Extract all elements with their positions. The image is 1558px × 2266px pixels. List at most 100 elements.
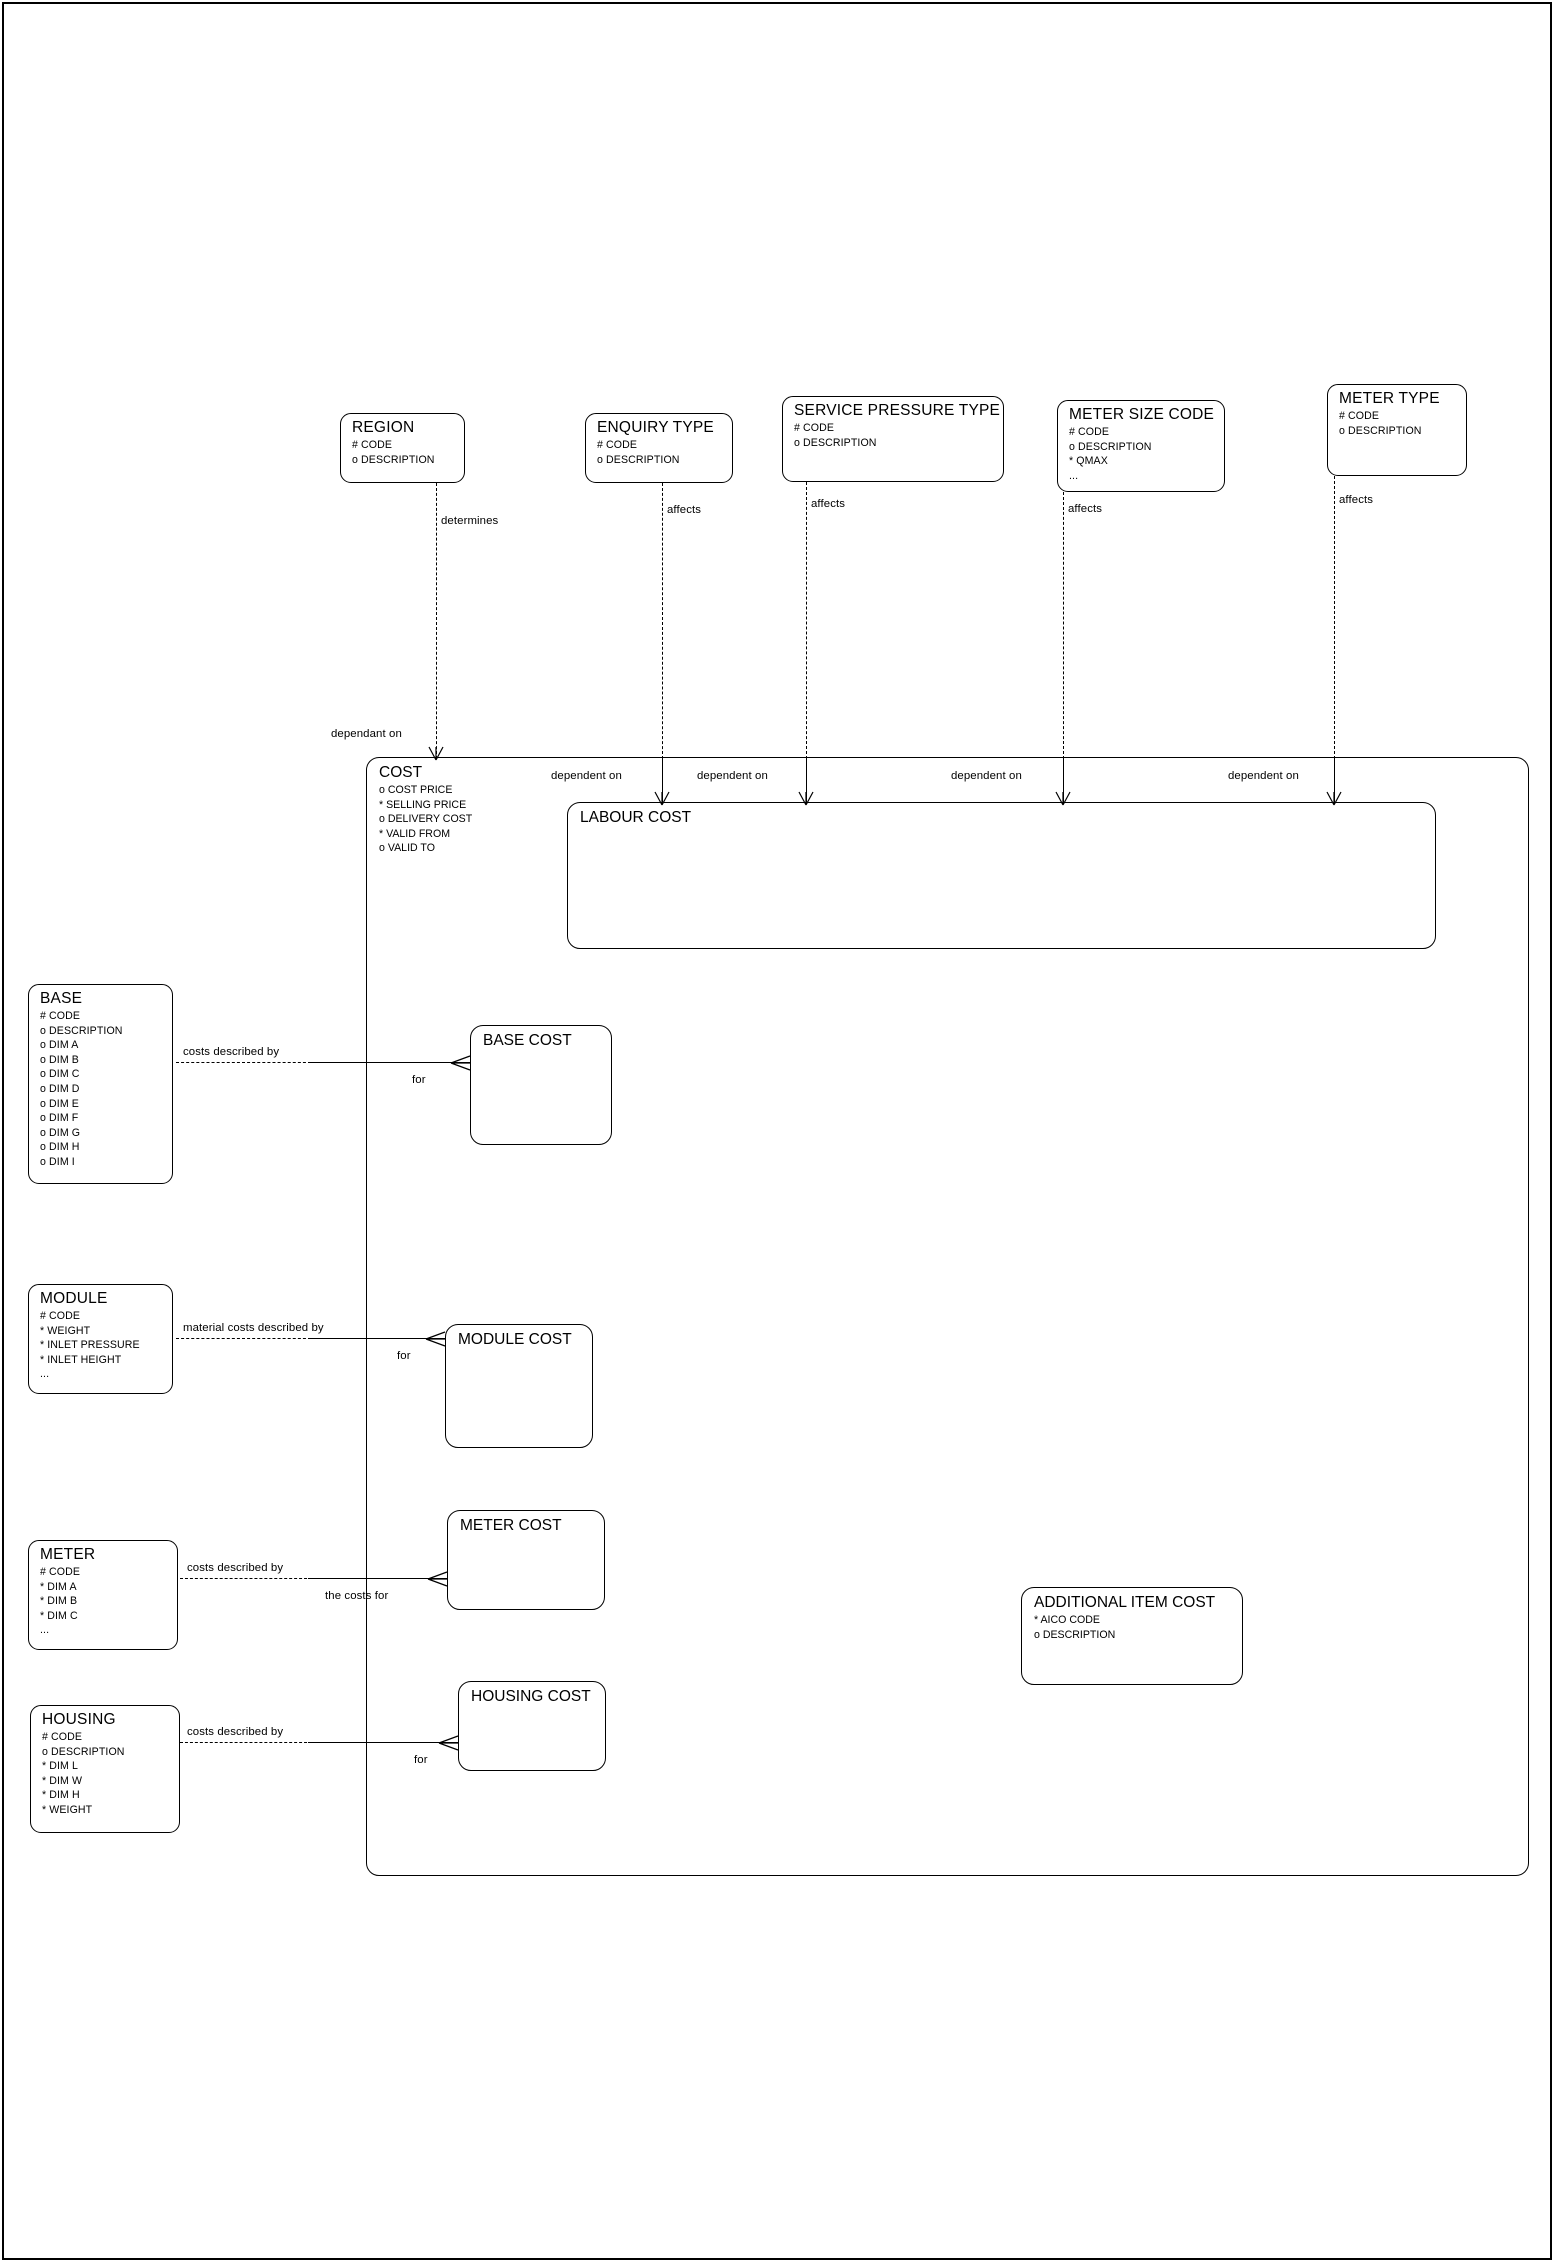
attribute: o DIM E bbox=[40, 1097, 79, 1110]
attribute: o DESCRIPTION bbox=[1069, 440, 1152, 453]
attribute: o DESCRIPTION bbox=[794, 436, 877, 449]
relationship-label-for-module: for bbox=[397, 1350, 411, 1362]
relationship-label-dependant-on: dependant on bbox=[331, 728, 402, 740]
attribute: o DELIVERY COST bbox=[379, 813, 473, 826]
attribute: ... bbox=[40, 1368, 50, 1381]
entity-additional-item-cost-attributes: * AICO CODE o DESCRIPTION bbox=[1034, 1613, 1115, 1642]
relationship-label-costs-described-by-housing: costs described by bbox=[187, 1726, 284, 1738]
entity-labour-cost-title: LABOUR COST bbox=[580, 809, 692, 826]
entity-service-pressure-type[interactable]: SERVICE PRESSURE TYPE # CODE o DESCRIPTI… bbox=[782, 396, 1004, 482]
relationship-label-material-costs-described-by: material costs described by bbox=[183, 1322, 324, 1334]
entity-enquiry-type-title: ENQUIRY TYPE bbox=[597, 419, 714, 436]
entity-meter-attributes: # CODE * DIM A * DIM B * DIM C ... bbox=[40, 1565, 80, 1638]
attribute: * DIM W bbox=[42, 1774, 83, 1787]
relationship-label-costs-described-by-base: costs described by bbox=[183, 1046, 280, 1058]
attribute: # CODE bbox=[794, 422, 835, 434]
entity-meter-size-code-attributes: # CODE o DESCRIPTION * QMAX ... bbox=[1069, 425, 1152, 483]
entity-meter-cost[interactable]: METER COST bbox=[447, 1510, 605, 1610]
relationship-line-pressure-cost-upper bbox=[806, 482, 807, 759]
entity-region[interactable]: REGION # CODE o DESCRIPTION bbox=[340, 413, 465, 483]
relationship-line-metersize-cost-lower bbox=[1063, 757, 1064, 803]
entity-base-cost[interactable]: BASE COST bbox=[470, 1025, 612, 1145]
attribute: o DIM G bbox=[40, 1126, 81, 1139]
entity-labour-cost[interactable]: LABOUR COST bbox=[567, 802, 1436, 949]
relationship-label-the-costs-for: the costs for bbox=[325, 1590, 389, 1602]
relationship-label-dependent-on-metersize: dependent on bbox=[951, 770, 1022, 782]
relationship-label-dependent-on-metertype: dependent on bbox=[1228, 770, 1299, 782]
attribute: # CODE bbox=[1339, 410, 1380, 422]
attribute: # CODE bbox=[597, 439, 638, 451]
relationship-line-enquiry-cost-upper bbox=[662, 483, 663, 759]
entity-additional-item-cost[interactable]: ADDITIONAL ITEM COST * AICO CODE o DESCR… bbox=[1021, 1587, 1243, 1685]
relationship-line-base-basecost-dashed bbox=[176, 1062, 311, 1063]
entity-housing-attributes: # CODE o DESCRIPTION * DIM L * DIM W * D… bbox=[42, 1730, 125, 1818]
attribute: # CODE bbox=[40, 1566, 81, 1578]
entity-base[interactable]: BASE # CODE o DESCRIPTION o DIM A o DIM … bbox=[28, 984, 173, 1184]
attribute: # CODE bbox=[40, 1010, 81, 1022]
entity-meter-title: METER bbox=[40, 1546, 96, 1563]
relationship-line-metersize-cost-upper bbox=[1063, 492, 1064, 759]
attribute: o DESCRIPTION bbox=[352, 453, 435, 466]
entity-meter-size-code-title: METER SIZE CODE bbox=[1069, 406, 1215, 423]
entity-meter-cost-title: METER COST bbox=[460, 1517, 562, 1534]
relationship-line-meter-metercost-dashed bbox=[180, 1578, 312, 1579]
entity-additional-item-cost-title: ADDITIONAL ITEM COST bbox=[1034, 1594, 1216, 1611]
relationship-label-dependent-on-enquiry: dependent on bbox=[551, 770, 622, 782]
entity-housing-cost[interactable]: HOUSING COST bbox=[458, 1681, 606, 1771]
relationship-line-pressure-cost-lower bbox=[806, 757, 807, 803]
attribute: o DIM B bbox=[40, 1053, 79, 1066]
attribute: o DESCRIPTION bbox=[40, 1024, 123, 1037]
entity-base-attributes: # CODE o DESCRIPTION o DIM A o DIM B o D… bbox=[40, 1009, 123, 1170]
attribute: ... bbox=[1069, 469, 1079, 482]
relationship-line-housing-housingcost-solid bbox=[308, 1742, 459, 1743]
entity-meter-type[interactable]: METER TYPE # CODE o DESCRIPTION bbox=[1327, 384, 1467, 476]
relationship-line-module-modulecost-dashed bbox=[176, 1338, 311, 1339]
attribute: o DIM C bbox=[40, 1068, 80, 1081]
attribute: # CODE bbox=[40, 1310, 81, 1322]
entity-cost[interactable]: COST o COST PRICE * SELLING PRICE o DELI… bbox=[366, 757, 1529, 1876]
attribute: * QMAX bbox=[1069, 455, 1108, 468]
attribute: # CODE bbox=[42, 1731, 83, 1743]
entity-enquiry-type[interactable]: ENQUIRY TYPE # CODE o DESCRIPTION bbox=[585, 413, 733, 483]
entity-housing[interactable]: HOUSING # CODE o DESCRIPTION * DIM L * D… bbox=[30, 1705, 180, 1833]
relationship-label-affects-metersize: affects bbox=[1068, 503, 1103, 515]
attribute: * WEIGHT bbox=[40, 1324, 91, 1337]
entity-module[interactable]: MODULE # CODE * WEIGHT * INLET PRESSURE … bbox=[28, 1284, 173, 1394]
relationship-label-for-base: for bbox=[412, 1074, 426, 1086]
entity-base-title: BASE bbox=[40, 990, 83, 1007]
attribute: * INLET HEIGHT bbox=[40, 1353, 122, 1366]
attribute: o COST PRICE bbox=[379, 784, 453, 796]
entity-service-pressure-type-attributes: # CODE o DESCRIPTION bbox=[794, 421, 877, 450]
entity-meter-type-attributes: # CODE o DESCRIPTION bbox=[1339, 409, 1422, 438]
relationship-label-costs-described-by-meter: costs described by bbox=[187, 1562, 284, 1574]
relationship-line-meter-metercost-solid bbox=[308, 1578, 448, 1579]
relationship-line-base-basecost-solid bbox=[308, 1062, 471, 1063]
attribute: # CODE bbox=[352, 439, 393, 451]
relationship-label-for-housing: for bbox=[414, 1754, 428, 1766]
attribute: * DIM H bbox=[42, 1789, 80, 1802]
relationship-label-determines: determines bbox=[441, 515, 499, 527]
attribute: * SELLING PRICE bbox=[379, 798, 467, 811]
attribute: ... bbox=[40, 1624, 50, 1637]
attribute: o DESCRIPTION bbox=[42, 1745, 125, 1758]
attribute: o DESCRIPTION bbox=[1339, 424, 1422, 437]
attribute: # CODE bbox=[1069, 426, 1110, 438]
relationship-label-affects-pressure: affects bbox=[811, 498, 846, 510]
attribute: * DIM C bbox=[40, 1609, 78, 1622]
crowfoot-meter-metercost bbox=[427, 1568, 450, 1590]
attribute: o DESCRIPTION bbox=[597, 453, 680, 466]
relationship-label-dependent-on-pressure: dependent on bbox=[697, 770, 768, 782]
relationship-label-affects-enquiry: affects bbox=[667, 504, 702, 516]
entity-cost-title: COST bbox=[379, 764, 423, 781]
attribute: * AICO CODE bbox=[1034, 1614, 1100, 1626]
entity-module-cost[interactable]: MODULE COST bbox=[445, 1324, 593, 1448]
relationship-line-metertype-cost-upper bbox=[1334, 476, 1335, 759]
entity-meter[interactable]: METER # CODE * DIM A * DIM B * DIM C ... bbox=[28, 1540, 178, 1650]
entity-housing-title: HOUSING bbox=[42, 1711, 116, 1728]
relationship-line-enquiry-cost-lower bbox=[662, 757, 663, 803]
entity-meter-size-code[interactable]: METER SIZE CODE # CODE o DESCRIPTION * Q… bbox=[1057, 400, 1225, 492]
entity-meter-type-title: METER TYPE bbox=[1339, 390, 1440, 407]
attribute: o DIM H bbox=[40, 1141, 80, 1154]
